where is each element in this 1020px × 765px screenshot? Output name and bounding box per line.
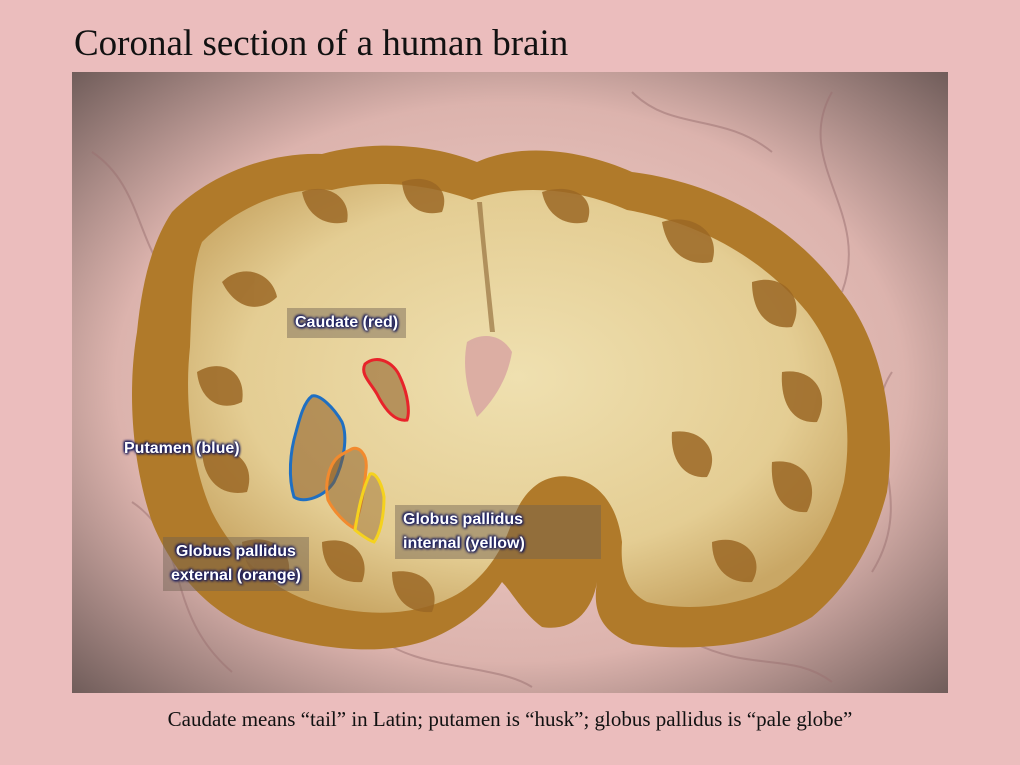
caudate-label: Caudate (red): [287, 308, 407, 338]
slide-title: Coronal section of a human brain: [74, 23, 569, 64]
brain-photo: [72, 72, 948, 693]
slide-caption: Caudate means “tail” in Latin; putamen i…: [167, 707, 853, 731]
putamen-label: Putamen (blue): [124, 440, 240, 457]
lateral-ventricle: [465, 336, 512, 417]
gp-external-label-line1: Globus pallidus: [175, 543, 296, 560]
gp-internal-label-line2: internal (yellow): [403, 535, 525, 552]
midline-gap: [477, 202, 495, 332]
gyri-detail: [197, 178, 823, 613]
gp-external-label-line2: external (orange): [171, 567, 301, 584]
gp-internal-outline: [353, 472, 386, 544]
gp-internal-label: Globus pallidus internal (yellow): [395, 505, 601, 559]
gp-internal-label-line1: Globus pallidus: [403, 511, 524, 528]
caudate-outline: [362, 358, 410, 422]
gp-external-outline: [325, 446, 368, 531]
gp-external-label: Globus pallidus external (orange): [163, 537, 309, 591]
